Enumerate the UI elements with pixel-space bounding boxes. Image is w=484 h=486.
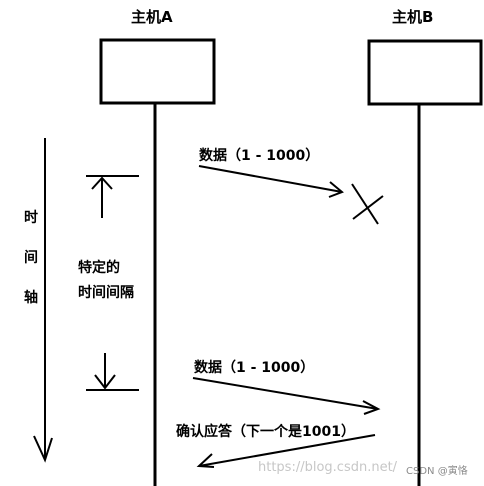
second-send-label: 数据（1 - 1000） xyxy=(194,360,315,376)
time-axis-label: 时 间 轴 xyxy=(24,207,38,327)
interval-label-line2: 时间间隔 xyxy=(78,285,134,301)
interval-marker-bottom xyxy=(86,353,139,391)
host-b-box xyxy=(367,39,483,106)
host-a-title: 主机A xyxy=(131,8,173,26)
first-send-label: 数据（1 - 1000） xyxy=(199,148,320,164)
host-b-title: 主机B xyxy=(392,8,434,26)
time-axis-arrow xyxy=(33,138,53,463)
watermark-credit: CSDN @寅恪 xyxy=(406,466,468,477)
ack-arrow xyxy=(196,434,376,468)
watermark-url: https://blog.csdn.net/ xyxy=(258,460,398,475)
ack-label: 确认应答（下一个是1001） xyxy=(176,424,355,440)
interval-label-line1: 特定的 xyxy=(78,260,120,276)
time-axis-char: 轴 xyxy=(24,290,38,306)
time-axis-char: 时 xyxy=(24,210,38,226)
packet-lost-x-icon xyxy=(351,183,384,225)
time-axis-char: 间 xyxy=(24,250,38,266)
interval-marker-top xyxy=(86,175,139,218)
host-a-box xyxy=(99,38,216,105)
second-send-arrow xyxy=(192,377,381,415)
first-send-arrow xyxy=(198,165,344,198)
